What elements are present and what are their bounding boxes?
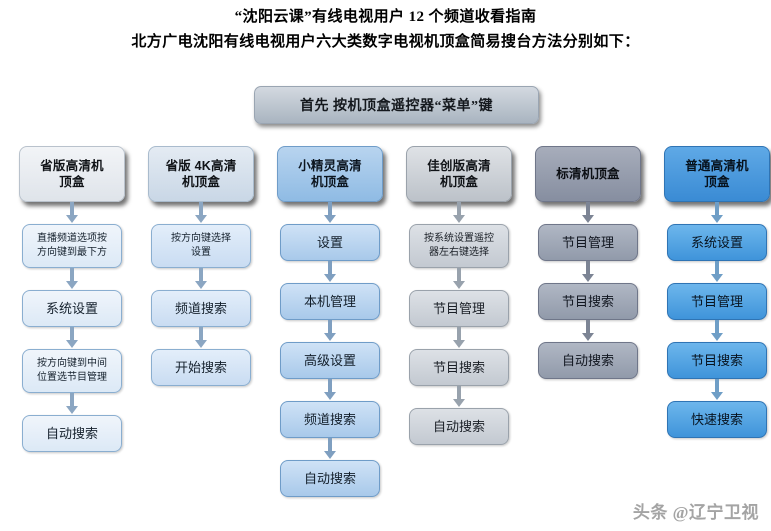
column-header-node: 省版 4K高清机顶盒 <box>148 146 254 202</box>
watermark: 头条 @辽宁卫视 <box>633 498 759 523</box>
flow-step-label: 频道搜索 <box>174 301 227 316</box>
flow-arrow <box>582 320 594 342</box>
flow-step-label: 快速搜索 <box>690 412 743 427</box>
flow-arrow <box>324 379 336 401</box>
flow-step-node: 频道搜索 <box>280 401 380 438</box>
flow-step-label: 节目搜索 <box>432 360 485 375</box>
flow-arrow <box>453 386 465 408</box>
page-title-block: “沈阳云课”有线电视用户 12 个频道收看指南 北方广电沈阳有线电视用户六大类数… <box>0 6 771 54</box>
flow-step-label: 节目管理 <box>690 294 743 309</box>
flow-step-label: 系统设置 <box>45 301 98 316</box>
flow-arrow <box>453 327 465 349</box>
flow-column-2: 省版 4K高清机顶盒按方向键选择设置频道搜索开始搜索 <box>137 146 265 386</box>
flow-column-1: 省版高清机顶盒直播频道选项按方向键到最下方系统设置按方向键到中间位置选节目管理自… <box>8 146 136 452</box>
column-header-node: 佳创版高清机顶盒 <box>406 146 512 202</box>
flow-column-6: 普通高清机顶盒系统设置节目管理节目搜索快速搜索 <box>653 146 771 438</box>
flow-step-node: 节目搜索 <box>667 342 767 379</box>
flow-column-3: 小精灵高清机顶盒设置本机管理高级设置频道搜索自动搜索 <box>266 146 394 497</box>
flow-step-label: 自动搜索 <box>45 426 98 441</box>
flow-step-node: 本机管理 <box>280 283 380 320</box>
flow-step-label: 自动搜索 <box>303 471 356 486</box>
column-header-label: 标清机顶盒 <box>556 167 620 181</box>
flow-arrow <box>66 268 78 290</box>
flow-step-node: 自动搜索 <box>22 415 122 452</box>
flow-step-label: 按方向键选择设置 <box>171 233 231 258</box>
flow-step-node: 自动搜索 <box>538 342 638 379</box>
flow-arrow <box>324 320 336 342</box>
flow-step-label: 按方向键到中间位置选节目管理 <box>37 358 107 383</box>
flow-step-label: 高级设置 <box>303 353 356 368</box>
flow-arrow <box>453 268 465 290</box>
column-header-node: 普通高清机顶盒 <box>664 146 770 202</box>
flow-step-label: 直播频道选项按方向键到最下方 <box>37 233 107 258</box>
column-header-label: 小精灵高清机顶盒 <box>298 159 362 189</box>
flow-step-node: 节目搜索 <box>538 283 638 320</box>
flow-step-label: 频道搜索 <box>303 412 356 427</box>
column-header-node: 标清机顶盒 <box>535 146 641 202</box>
flow-arrow <box>324 202 336 224</box>
flow-step-label: 节目搜索 <box>690 353 743 368</box>
flow-arrow <box>324 438 336 460</box>
flow-step-node: 快速搜索 <box>667 401 767 438</box>
flow-arrow <box>195 202 207 224</box>
page-title: “沈阳云课”有线电视用户 12 个频道收看指南 <box>234 9 537 25</box>
flow-arrow <box>582 261 594 283</box>
column-header-label: 佳创版高清机顶盒 <box>427 159 491 189</box>
flow-step-label: 节目管理 <box>561 235 614 250</box>
flow-arrow <box>66 327 78 349</box>
flow-step-node: 系统设置 <box>667 224 767 261</box>
watermark-text: 头条 @辽宁卫视 <box>632 503 759 522</box>
flowchart-columns: 省版高清机顶盒直播频道选项按方向键到最下方系统设置按方向键到中间位置选节目管理自… <box>0 146 771 531</box>
flow-arrow <box>66 393 78 415</box>
flow-arrow <box>195 268 207 290</box>
flow-step-node: 节目管理 <box>538 224 638 261</box>
flow-step-node: 按方向键选择设置 <box>151 224 251 268</box>
flow-arrow <box>711 379 723 401</box>
flow-step-node: 自动搜索 <box>409 408 509 445</box>
flow-step-label: 节目搜索 <box>561 294 614 309</box>
flow-step-node: 设置 <box>280 224 380 261</box>
flow-step-label: 开始搜索 <box>174 360 227 375</box>
flow-step-label: 按系统设置遥控器左右键选择 <box>424 233 494 258</box>
flow-step-node: 开始搜索 <box>151 349 251 386</box>
flow-step-node: 节目管理 <box>409 290 509 327</box>
flow-step-node: 高级设置 <box>280 342 380 379</box>
column-header-label: 省版高清机顶盒 <box>40 159 104 189</box>
flow-step-label: 自动搜索 <box>432 419 485 434</box>
flow-arrow <box>195 327 207 349</box>
flow-step-label: 设置 <box>316 235 343 250</box>
flow-arrow <box>582 202 594 224</box>
flow-column-5: 标清机顶盒节目管理节目搜索自动搜索 <box>524 146 652 379</box>
flow-step-label: 自动搜索 <box>561 353 614 368</box>
flow-step-node: 自动搜索 <box>280 460 380 497</box>
column-header-node: 小精灵高清机顶盒 <box>277 146 383 202</box>
first-step-banner-label: 首先 按机顶盒遥控器“菜单”键 <box>300 99 493 114</box>
flow-arrow <box>711 261 723 283</box>
flow-step-label: 节目管理 <box>432 301 485 316</box>
flow-arrow <box>324 261 336 283</box>
flow-step-node: 频道搜索 <box>151 290 251 327</box>
first-step-banner: 首先 按机顶盒遥控器“菜单”键 <box>254 86 539 124</box>
flow-arrow <box>453 202 465 224</box>
page-subtitle: 北方广电沈阳有线电视用户六大类数字电视机顶盒简易搜台方法分别如下： <box>131 34 640 50</box>
column-header-label: 省版 4K高清机顶盒 <box>165 159 237 189</box>
flow-arrow <box>66 202 78 224</box>
flow-arrow <box>711 202 723 224</box>
flow-step-node: 节目管理 <box>667 283 767 320</box>
flow-step-node: 按系统设置遥控器左右键选择 <box>409 224 509 268</box>
flow-step-label: 系统设置 <box>690 235 743 250</box>
flow-step-node: 按方向键到中间位置选节目管理 <box>22 349 122 393</box>
flow-arrow <box>711 320 723 342</box>
flow-step-node: 系统设置 <box>22 290 122 327</box>
column-header-label: 普通高清机顶盒 <box>685 159 749 189</box>
column-header-node: 省版高清机顶盒 <box>19 146 125 202</box>
flow-step-node: 直播频道选项按方向键到最下方 <box>22 224 122 268</box>
flow-column-4: 佳创版高清机顶盒按系统设置遥控器左右键选择节目管理节目搜索自动搜索 <box>395 146 523 445</box>
flow-step-node: 节目搜索 <box>409 349 509 386</box>
flow-step-label: 本机管理 <box>303 294 356 309</box>
